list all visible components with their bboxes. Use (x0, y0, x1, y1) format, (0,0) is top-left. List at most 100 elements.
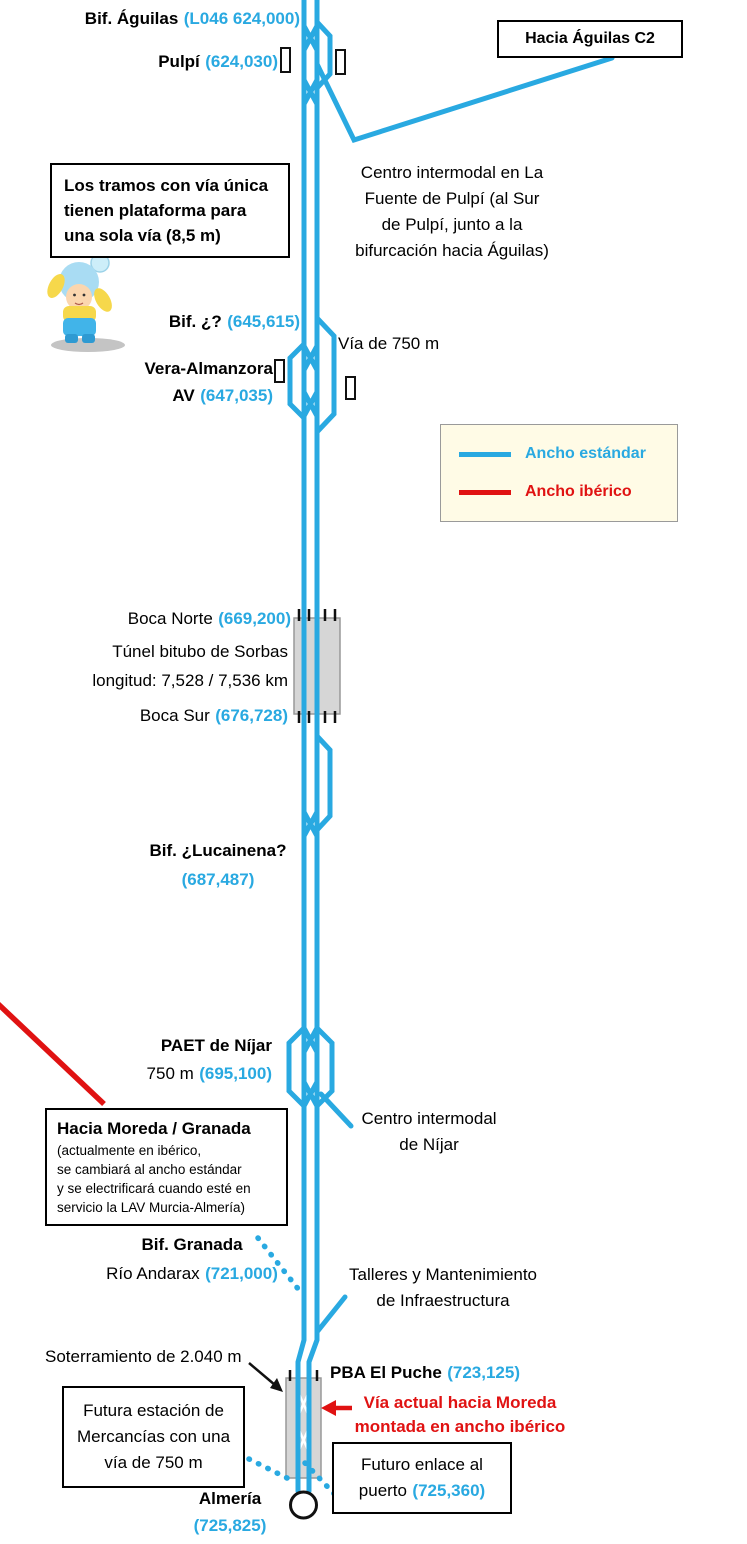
talleres-branch-line (314, 1294, 348, 1335)
station-name: Vera-Almanzora (144, 359, 274, 378)
label-bif-aguilas: Bif. Águilas(L046 624,000) (85, 6, 300, 32)
box-line: Futuro enlace al (361, 1455, 483, 1474)
annotation-line: Centro intermodal (361, 1109, 497, 1128)
station-km: (645,615) (227, 312, 300, 331)
label-talleres: Talleres y Mantenimiento de Infraestruct… (331, 1262, 555, 1314)
station-name: Bif. ¿? (168, 312, 222, 331)
label-boca-sur: Boca Sur (676,728) (140, 703, 288, 729)
station-km: (721,000) (205, 1264, 278, 1283)
annotation-line: Túnel bitubo de Sorbas (112, 642, 288, 661)
annotation-line: longitud: 7,528 / 7,536 km (92, 671, 288, 690)
station-name: PAET de Níjar (160, 1036, 272, 1055)
iberian-track-arrow (321, 1400, 352, 1416)
station-name: AV (172, 386, 195, 405)
label-tunel-sorbas: Túnel bitubo de Sorbas longitud: 7,528 /… (92, 637, 288, 695)
iberian-gauge-line-sample (459, 489, 511, 495)
box-line: servicio la LAV Murcia-Almería) (57, 1200, 246, 1215)
paet-nijar-tracks (286, 1025, 354, 1129)
aguilas-branch-line (314, 55, 615, 144)
station-detail: Río Andarax (106, 1264, 200, 1283)
legend-iberian-row: Ancho ibérico (459, 483, 659, 501)
note-via-actual-iberico: Vía actual hacia Moreda montada en ancho… (352, 1391, 568, 1439)
standard-gauge-line-sample (459, 451, 511, 457)
box-line: vía de 750 m (104, 1453, 203, 1472)
box-line: Futura estación de (83, 1401, 224, 1420)
station-name: PBA El Puche (330, 1363, 442, 1382)
box-via-unica: Los tramos con vía única tienen platafor… (50, 163, 290, 258)
label-vera-almanzora: Vera-Almanzora AV (647,035) (145, 355, 274, 409)
box-hacia-moreda: Hacia Moreda / Granada (actualmente en i… (45, 1108, 288, 1226)
nijar-intermodal-branch (318, 1091, 354, 1129)
station-name: Bif. Águilas (84, 9, 179, 28)
annotation-line: de Infraestructura (376, 1291, 510, 1310)
iberian-gauge-line (0, 1001, 106, 1106)
legend-standard-row: Ancho estándar (459, 445, 659, 463)
granada-future-link (255, 1235, 302, 1293)
station-km: (695,100) (199, 1064, 272, 1083)
label-pba-el-puche: PBA El Puche (723,125) (330, 1360, 520, 1386)
box-line: (actualmente en ibérico, (57, 1143, 202, 1158)
station-km: (669,200) (218, 609, 291, 628)
legend-box: Ancho estándar Ancho ibérico (440, 424, 678, 522)
station-km: (647,035) (200, 386, 273, 405)
main-track-right (306, 0, 320, 1494)
legend-standard-label: Ancho estándar (525, 445, 646, 462)
label-paet-nijar: PAET de Níjar 750 m (695,100) (147, 1032, 272, 1088)
label-bif-lucainena: Bif. ¿Lucainena? (687,487) (138, 836, 298, 894)
box-hacia-aguilas: Hacia Águilas C2 (497, 20, 683, 58)
box-line: se cambiará al ancho estándar (57, 1162, 242, 1177)
box-line: tienen plataforma para (64, 201, 247, 220)
vera-platform-left (274, 359, 285, 383)
toy-figure (47, 253, 125, 352)
note-line: Vía actual hacia Moreda (363, 1393, 557, 1412)
label-bif-unknown: Bif. ¿? (645,615) (169, 309, 300, 335)
annotation-text: Vía de 750 m (338, 334, 440, 353)
label-bif-granada: Bif. Granada Río Andarax (721,000) (97, 1230, 287, 1288)
station-name: Pulpí (158, 52, 200, 71)
box-line: y se electrificará cuando esté en (57, 1181, 251, 1196)
box-line: Mercancías con una (76, 1427, 231, 1446)
station-km: (725,360) (412, 1481, 486, 1500)
main-track-left (295, 0, 307, 1494)
note-line: de Pulpí, junto a la (381, 215, 523, 234)
label-almeria: Almería (725,825) (160, 1485, 300, 1539)
box-enlace-puerto: Futuro enlace al puerto (725,360) (332, 1442, 512, 1514)
station-name: Bif. Granada (141, 1235, 243, 1254)
box-line: puerto (358, 1481, 407, 1500)
legend-iberian-label: Ancho ibérico (525, 483, 632, 500)
station-km: (687,487) (181, 870, 255, 889)
annotation-text: Soterramiento de 2.040 m (45, 1347, 242, 1366)
label-pulpi: Pulpí (624,030) (158, 49, 278, 75)
note-centro-intermodal-pulpi: Centro intermodal en La Fuente de Pulpí … (338, 160, 566, 264)
note-line: montada en ancho ibérico (354, 1417, 566, 1436)
vera-almanzora-tracks (287, 315, 337, 435)
station-name: Boca Sur (139, 706, 210, 725)
label-centro-nijar: Centro intermodal de Níjar (347, 1106, 511, 1158)
box-line: una sola vía (8,5 m) (64, 226, 221, 245)
pulpi-platform-left (280, 47, 291, 73)
label-boca-norte: Boca Norte(669,200) (128, 606, 291, 632)
station-detail: 750 m (146, 1064, 194, 1083)
station-km: (723,125) (447, 1363, 521, 1382)
soterramiento-arrow (248, 1362, 283, 1392)
annotation-line: Talleres y Mantenimiento (348, 1265, 538, 1284)
station-name: Bif. ¿Lucainena? (149, 841, 287, 860)
box-futura-mercancias: Futura estación de Mercancías con una ví… (62, 1386, 245, 1488)
label-via-750: Vía de 750 m (338, 331, 439, 357)
pulpi-platform-right (335, 49, 346, 75)
station-km: (624,030) (205, 52, 278, 71)
note-line: Fuente de Pulpí (al Sur (364, 189, 540, 208)
box-line: Los tramos con vía única (64, 176, 269, 195)
mercancias-future-link (246, 1456, 294, 1483)
note-line: Centro intermodal en La (360, 163, 544, 182)
station-km: (676,728) (215, 706, 288, 725)
label-soterramiento: Soterramiento de 2.040 m (45, 1344, 242, 1370)
station-km: (725,825) (193, 1516, 267, 1535)
almeria-terminus-circle (289, 1490, 318, 1520)
annotation-line: de Níjar (399, 1135, 459, 1154)
soterramiento-tunnel-symbol (285, 1370, 322, 1479)
note-line: bifurcación hacia Águilas) (355, 241, 549, 260)
box-hacia-aguilas-text: Hacia Águilas C2 (525, 30, 655, 47)
